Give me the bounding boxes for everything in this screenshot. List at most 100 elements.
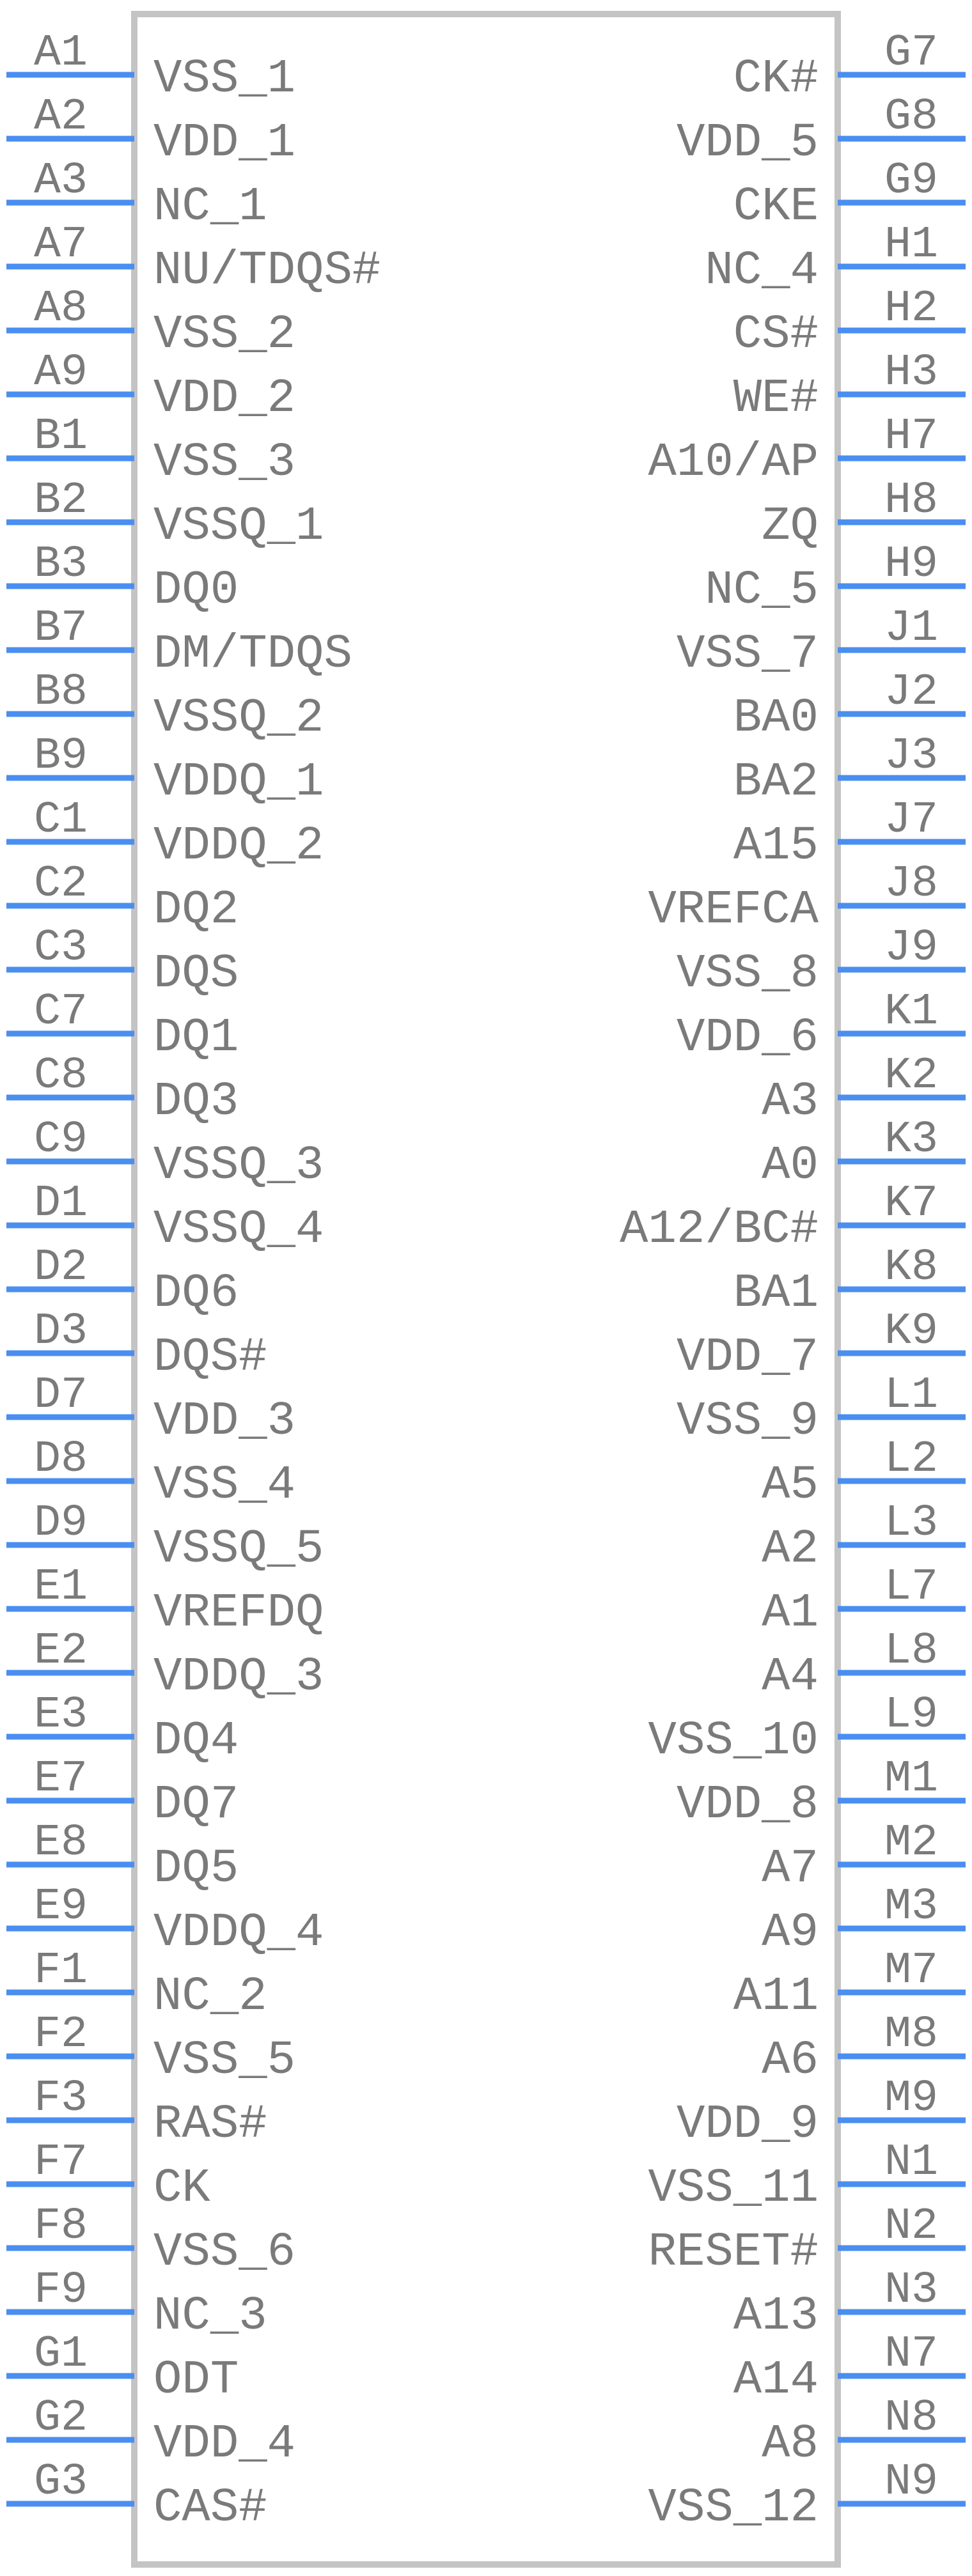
pin-number-N8: N8: [884, 2393, 938, 2444]
pin-number-E9: E9: [34, 1882, 88, 1932]
pin-number-K1: K1: [884, 987, 938, 1037]
pin-name-D2: DQ6: [153, 1267, 239, 1321]
pin-name-H7: A10/AP: [648, 436, 819, 490]
pin-number-C9: C9: [34, 1115, 88, 1165]
pin-number-L7: L7: [884, 1562, 938, 1613]
pin-name-N8: A8: [762, 2417, 819, 2471]
pin-number-A1: A1: [34, 28, 88, 79]
pin-number-L2: L2: [884, 1434, 938, 1485]
pin-number-N1: N1: [884, 2138, 938, 2188]
pin-name-L3: A2: [762, 1523, 819, 1576]
pin-name-A9: VDD_2: [153, 372, 295, 426]
pin-name-E8: DQ5: [153, 1842, 239, 1896]
pin-number-A9: A9: [34, 348, 88, 398]
pin-name-G2: VDD_4: [153, 2417, 295, 2471]
pin-number-B8: B8: [34, 667, 88, 718]
pin-number-C3: C3: [34, 923, 88, 974]
pin-number-J7: J7: [884, 795, 938, 846]
pin-number-M7: M7: [884, 1946, 938, 1996]
pin-number-D1: D1: [34, 1179, 88, 1229]
pin-number-F1: F1: [34, 1946, 88, 1996]
pin-number-E3: E3: [34, 1690, 88, 1741]
pin-name-L7: A1: [762, 1587, 819, 1640]
pin-number-L9: L9: [884, 1690, 938, 1741]
pin-name-F7: CK: [153, 2162, 210, 2215]
pin-number-D8: D8: [34, 1434, 88, 1485]
pin-name-C1: VDDQ_2: [153, 819, 324, 873]
pin-name-L8: A4: [762, 1650, 819, 1704]
pin-number-M1: M1: [884, 1754, 938, 1804]
pin-number-F8: F8: [34, 2201, 88, 2252]
pin-number-F2: F2: [34, 2010, 88, 2060]
pin-number-K8: K8: [884, 1243, 938, 1293]
pin-name-N7: A14: [733, 2354, 819, 2407]
pin-number-K9: K9: [884, 1307, 938, 1357]
pin-name-D1: VSSQ_4: [153, 1203, 324, 1257]
pin-name-K1: VDD_6: [677, 1011, 819, 1065]
pin-number-G8: G8: [884, 92, 938, 143]
pin-number-G7: G7: [884, 28, 938, 79]
pin-name-F3: RAS#: [153, 2098, 267, 2152]
pin-number-B3: B3: [34, 539, 88, 590]
pin-name-F9: NC_3: [153, 2290, 267, 2343]
pin-name-J2: BA0: [733, 692, 819, 745]
pin-number-G1: G1: [34, 2329, 88, 2380]
pin-name-B2: VSSQ_1: [153, 500, 324, 554]
pin-name-B3: DQ0: [153, 564, 239, 617]
pin-number-E2: E2: [34, 1626, 88, 1677]
pin-name-M7: A11: [733, 1970, 819, 2024]
pin-name-G8: VDD_5: [677, 116, 819, 170]
pin-name-N2: RESET#: [648, 2226, 819, 2279]
pin-number-M9: M9: [884, 2074, 938, 2124]
pin-name-A2: VDD_1: [153, 116, 295, 170]
pin-name-B1: VSS_3: [153, 436, 295, 490]
pin-number-M2: M2: [884, 1818, 938, 1868]
pin-name-K9: VDD_7: [677, 1331, 819, 1385]
pin-number-L8: L8: [884, 1626, 938, 1677]
pin-name-G9: CKE: [733, 180, 819, 234]
pin-number-F9: F9: [34, 2265, 88, 2316]
pin-number-C8: C8: [34, 1051, 88, 1101]
pin-number-B2: B2: [34, 476, 88, 526]
pin-number-A8: A8: [34, 284, 88, 334]
pin-number-C2: C2: [34, 859, 88, 910]
pin-name-M8: A6: [762, 2034, 819, 2088]
pin-name-F8: VSS_6: [153, 2226, 295, 2279]
pin-name-H8: ZQ: [762, 500, 819, 554]
pin-number-N2: N2: [884, 2201, 938, 2252]
pin-name-A3: NC_1: [153, 180, 267, 234]
pin-name-K2: A3: [762, 1075, 819, 1129]
pin-name-M2: A7: [762, 1842, 819, 1896]
pin-name-K7: A12/BC#: [620, 1203, 819, 1257]
pin-name-J9: VSS_8: [677, 947, 819, 1001]
pin-name-C7: DQ1: [153, 1011, 239, 1065]
pin-name-L9: VSS_10: [648, 1714, 819, 1768]
pin-number-J1: J1: [884, 603, 938, 654]
pin-number-G9: G9: [884, 156, 938, 206]
pin-number-L1: L1: [884, 1370, 938, 1421]
pin-name-N3: A13: [733, 2290, 819, 2343]
pin-name-H9: NC_5: [705, 564, 819, 617]
pin-name-E9: VDDQ_4: [153, 1906, 324, 1960]
pin-name-N1: VSS_11: [648, 2162, 819, 2215]
pin-number-C1: C1: [34, 795, 88, 846]
pin-number-H7: H7: [884, 412, 938, 462]
pin-name-C3: DQS: [153, 947, 239, 1001]
pin-name-J3: BA2: [733, 756, 819, 809]
pin-number-H3: H3: [884, 348, 938, 398]
pin-name-E1: VREFDQ: [153, 1587, 324, 1640]
pin-name-A8: VSS_2: [153, 308, 295, 362]
pin-name-B9: VDDQ_1: [153, 756, 324, 809]
pin-number-N9: N9: [884, 2457, 938, 2508]
pin-number-E7: E7: [34, 1754, 88, 1804]
pin-name-B7: DM/TDQS: [153, 628, 352, 681]
pin-number-H9: H9: [884, 539, 938, 590]
pin-number-E1: E1: [34, 1562, 88, 1613]
pin-name-A7: NU/TDQS#: [153, 244, 380, 298]
pin-name-B8: VSSQ_2: [153, 692, 324, 745]
pin-number-K2: K2: [884, 1051, 938, 1101]
pin-number-N3: N3: [884, 2265, 938, 2316]
pin-name-F2: VSS_5: [153, 2034, 295, 2088]
